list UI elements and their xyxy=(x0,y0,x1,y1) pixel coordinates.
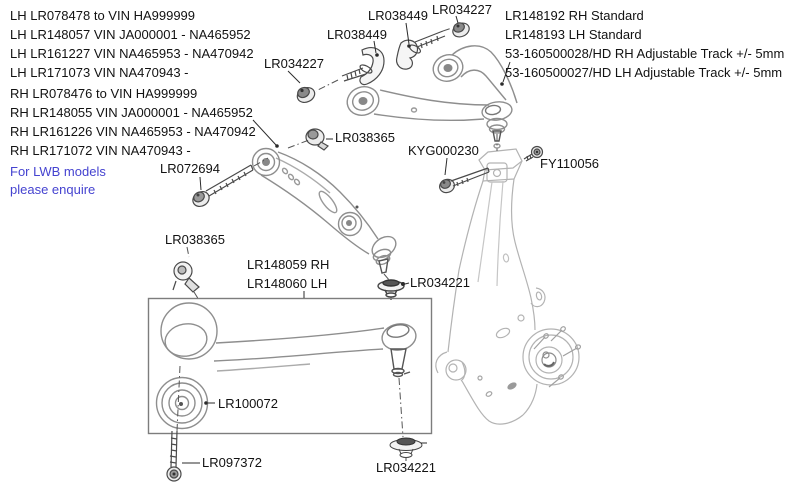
cam-bolt-right-art xyxy=(395,30,446,70)
part-label-washer-upper: LR034221 xyxy=(410,275,470,290)
lwb-note: For LWB models please enquire xyxy=(10,163,106,199)
cam-bolt-left-art xyxy=(341,47,385,86)
part-label-pinch-bolt: KYG000230 xyxy=(408,143,479,158)
variant-line: RH LR171072 VIN NA470943 - xyxy=(10,143,191,158)
balljoint-washer-lower-art xyxy=(389,437,423,461)
lower-bolt-art xyxy=(166,430,182,482)
variant-line: 53-160500027/HD LH Adjustable Track +/- … xyxy=(505,65,783,80)
rear-upper-arm-art xyxy=(346,45,518,149)
part-label-pivot-bolt: LR072694 xyxy=(160,161,220,176)
leader-lines xyxy=(182,15,511,464)
variant-line: LH LR078478 to VIN HA999999 xyxy=(10,8,196,23)
variant-line: LH LR148057 VIN JA000001 - NA465952 xyxy=(10,27,251,42)
part-label-cam-nut-right: LR034227 xyxy=(432,2,492,17)
hardware-art xyxy=(166,22,544,482)
variant-line: 53-160500028/HD RH Adjustable Track +/- … xyxy=(505,46,785,61)
part-label-lower-arm: LR148059 RH LR148060 LH xyxy=(247,255,329,293)
lower-arm-box xyxy=(147,297,433,435)
part-label-retainer-clip: LR038365 xyxy=(165,232,225,247)
bushing-lr100072-art xyxy=(155,376,209,430)
lwb-note-line: For LWB models xyxy=(10,164,106,179)
cam-nut-right-art xyxy=(452,22,470,38)
front-upper-arm-art xyxy=(251,147,405,300)
variant-line: RH LR161226 VIN NA465953 - NA470942 xyxy=(10,124,256,139)
part-label-bushing: LR100072 xyxy=(218,396,278,411)
pinch-bolt-art xyxy=(439,167,490,194)
assembly-axis-lines xyxy=(176,27,498,438)
lh-upper-arm-variants: LH LR078478 to VIN HA999999 LH LR148057 … xyxy=(10,6,254,82)
part-label-lower-arm-lh: LR148060 LH xyxy=(247,276,328,291)
part-label-cam-bolt-left: LR038449 xyxy=(327,27,387,42)
part-label-washer-lower: LR034221 xyxy=(376,460,436,475)
balljoint-washer-upper-art xyxy=(377,279,405,300)
part-label-cam-bolt-right: LR038449 xyxy=(368,8,428,23)
front-lower-arm-art xyxy=(155,302,417,430)
part-label-lower-bolt: LR097372 xyxy=(202,455,262,470)
part-label-cam-nut-left: LR034227 xyxy=(264,56,324,71)
pivot-nut-art xyxy=(305,128,329,151)
pivot-bolt-art xyxy=(192,164,254,208)
variant-line: LH LR161227 VIN NA465953 - NA470942 xyxy=(10,46,254,61)
cam-nut-left-art xyxy=(296,86,316,103)
variant-line: RH LR148055 VIN JA000001 - NA465952 xyxy=(10,105,253,120)
variant-line: LR148193 LH Standard xyxy=(505,27,642,42)
variant-line: LH LR171073 VIN NA470943 - xyxy=(10,65,189,80)
rh-upper-arm-variants: RH LR078476 to VIN HA999999 RH LR148055 … xyxy=(10,84,256,160)
variant-line: RH LR078476 to VIN HA999999 xyxy=(10,86,198,101)
part-label-pivot-nut: LR038365 xyxy=(335,130,395,145)
lwb-note-line: please enquire xyxy=(10,182,96,197)
rear-upper-arm-variants: LR148192 RH Standard LR148193 LH Standar… xyxy=(505,6,784,82)
variant-line: LR148192 RH Standard xyxy=(505,8,644,23)
retainer-clip-art xyxy=(172,261,200,293)
knuckle-screw-art xyxy=(523,145,544,162)
part-label-knuckle-screw: FY110056 xyxy=(540,156,600,171)
steering-knuckle-art xyxy=(435,148,582,425)
part-label-lower-arm-rh: LR148059 RH xyxy=(247,257,330,272)
